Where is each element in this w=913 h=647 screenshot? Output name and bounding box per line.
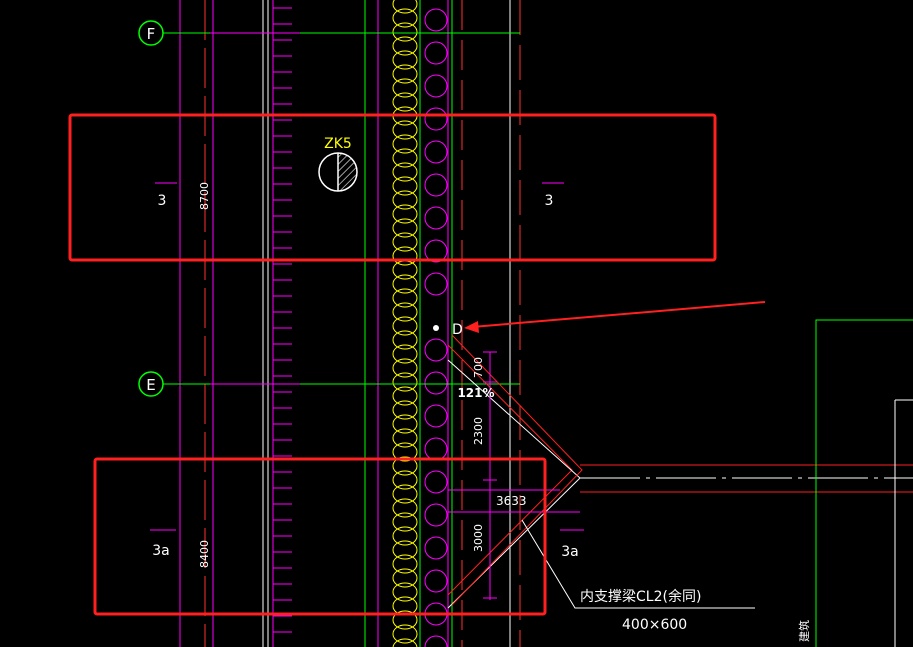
zoom-indicator: 121% xyxy=(457,386,494,400)
dim-3633: 3633 xyxy=(496,494,527,508)
section-mark-upper-left: 3 xyxy=(158,193,167,209)
pile-hatch xyxy=(337,152,358,192)
axis-bubble-f[interactable]: F xyxy=(138,20,164,46)
section-mark-lower-right: 3a xyxy=(561,544,579,560)
vertical-grid-lines xyxy=(179,0,521,647)
section-marks: 3 3 3a 3a xyxy=(150,182,584,560)
highlight-box-lower xyxy=(93,457,547,616)
annotation-arrow xyxy=(464,301,766,333)
section-mark-upper-right: 3 xyxy=(545,193,554,209)
axis-label-e: E xyxy=(146,376,155,394)
dim-700: 700 xyxy=(472,357,485,378)
point-d-label: D xyxy=(452,322,463,338)
point-d-marker[interactable] xyxy=(433,325,439,331)
axis-label-f: F xyxy=(147,25,156,43)
beam-leader-line xyxy=(521,519,755,609)
pile-zk5[interactable]: ZK5 xyxy=(318,136,358,192)
dim-2300: 2300 xyxy=(472,417,485,445)
section-mark-lower-left: 3a xyxy=(152,543,170,559)
beam-note-line1: 内支撑梁CL2(余同) xyxy=(580,588,701,605)
pile-label: ZK5 xyxy=(324,136,352,152)
scale-ticks xyxy=(273,7,292,633)
dim-3000: 3000 xyxy=(472,524,485,552)
beam-note-line2: 400×600 xyxy=(622,617,687,633)
diagonal-brace xyxy=(447,334,583,609)
highlight-box-upper xyxy=(68,113,717,262)
dim-8700: 8700 xyxy=(198,182,211,210)
right-structures xyxy=(580,319,913,647)
edge-text: 建筑 xyxy=(797,620,811,642)
axis-bubble-e[interactable]: E xyxy=(138,371,164,397)
dim-8400: 8400 xyxy=(198,540,211,568)
yellow-pile-coils xyxy=(392,0,418,647)
